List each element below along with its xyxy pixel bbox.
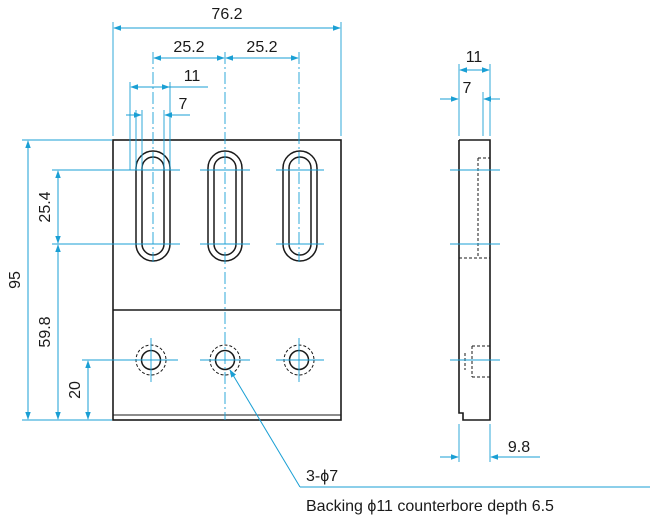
front-plate-outline (112, 139, 342, 421)
side-plate-outline (458, 139, 491, 421)
counterbore-note: Backing ϕ11 counterbore depth 6.5 (306, 498, 554, 515)
front-view (112, 139, 342, 421)
dim-slot-length: 25.4 (37, 191, 54, 222)
front-dimension-lines (25, 25, 341, 420)
dim-slot-offset: 59.8 (37, 316, 54, 347)
side-view (458, 139, 491, 421)
side-centerlines (450, 64, 500, 462)
side-hidden-counterbore (464, 345, 490, 378)
side-dimension-lines (440, 67, 540, 460)
front-centerlines (22, 22, 342, 421)
dim-side-outer-thickness: 11 (466, 49, 483, 66)
dim-overall-height: 95 (7, 271, 24, 289)
dim-slot-inner-width: 7 (179, 96, 188, 113)
slot-right (282, 150, 318, 262)
side-hidden-slot (459, 157, 490, 259)
dim-overall-width: 76.2 (211, 6, 242, 23)
hole-count-note: 3-ϕ7 (306, 468, 338, 485)
dim-hole-offset: 20 (67, 381, 84, 399)
dim-slot-pitch-left: 25.2 (173, 39, 204, 56)
dim-slot-pitch-right: 25.2 (246, 39, 277, 56)
dim-slot-outer-width: 11 (184, 68, 201, 85)
dim-side-bottom-thickness: 9.8 (508, 439, 530, 456)
hole-callout-leader (229, 369, 650, 488)
dim-side-inner-thickness: 7 (463, 80, 472, 97)
